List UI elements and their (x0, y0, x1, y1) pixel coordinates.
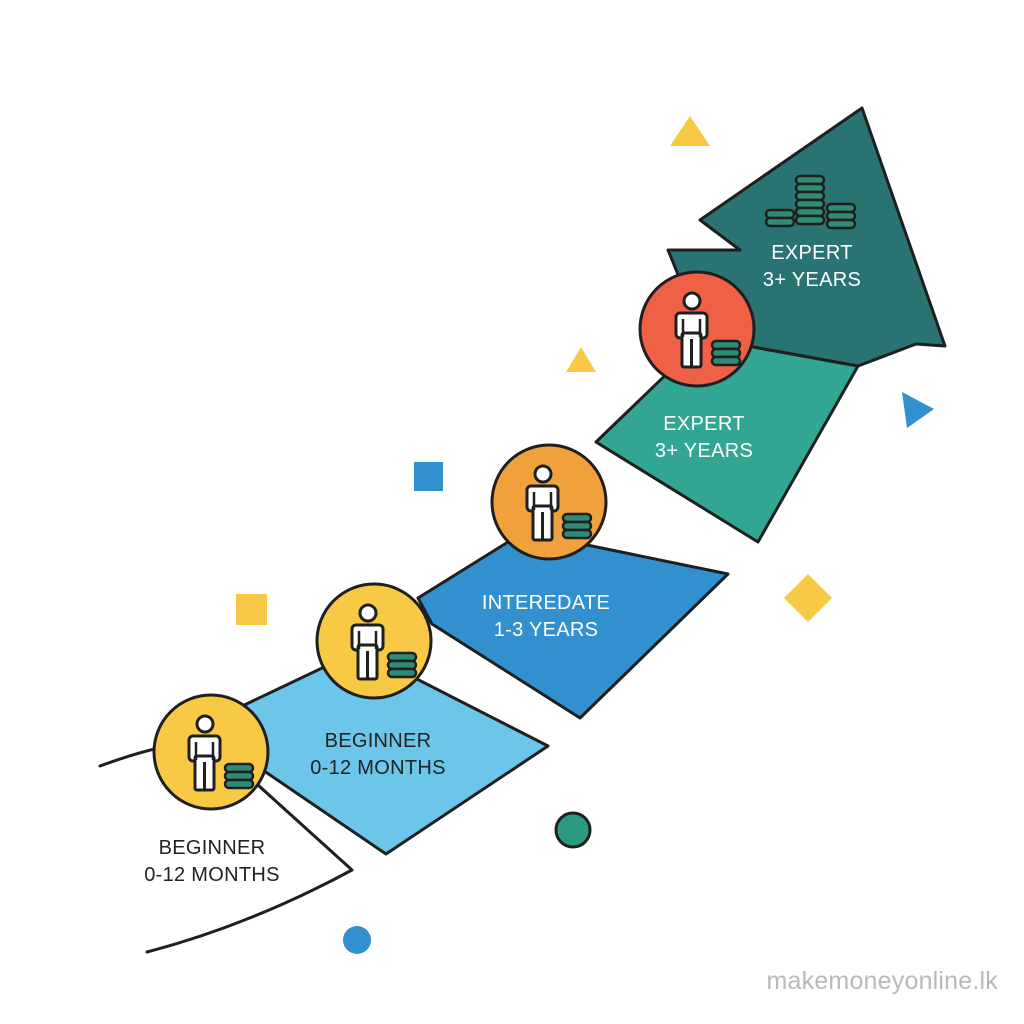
badge-stage-3 (490, 443, 608, 561)
triangle-icon (902, 392, 934, 428)
stage-3-label: INTEREDATE 1-3 YEARS (482, 592, 610, 641)
badge-stage-4 (638, 270, 756, 388)
stage-5-label: EXPERT 3+ YEARS (763, 242, 861, 291)
stage-4-duration: 3+ YEARS (655, 440, 753, 462)
stage-3-segment (416, 530, 730, 720)
circle-icon (343, 926, 371, 954)
stage-2-duration: 0-12 MONTHS (310, 757, 446, 779)
stage-4-label: EXPERT 3+ YEARS (655, 413, 753, 462)
stage-3-title: INTEREDATE (482, 592, 610, 614)
diamond-icon (784, 574, 832, 622)
circle-icon (554, 811, 592, 849)
stage-1-title: BEGINNER (159, 837, 266, 859)
stage-1-label: BEGINNER 0-12 MONTHS (144, 837, 280, 886)
stage-4-title: EXPERT (663, 413, 744, 435)
square-icon (236, 594, 267, 625)
stage-5-title: EXPERT (771, 242, 852, 264)
stage-1-duration: 0-12 MONTHS (144, 864, 280, 886)
badge-stage-2 (315, 582, 433, 700)
triangle-icon (670, 116, 710, 146)
stage-2-title: BEGINNER (325, 730, 432, 752)
badge-stage-1 (152, 693, 270, 811)
stage-5-duration: 3+ YEARS (763, 269, 861, 291)
stage-3-duration: 1-3 YEARS (494, 619, 599, 641)
square-icon (414, 462, 443, 491)
stage-2-label: BEGINNER 0-12 MONTHS (310, 730, 446, 779)
watermark: makemoneyonline.lk (766, 967, 998, 995)
triangle-icon (566, 347, 596, 372)
